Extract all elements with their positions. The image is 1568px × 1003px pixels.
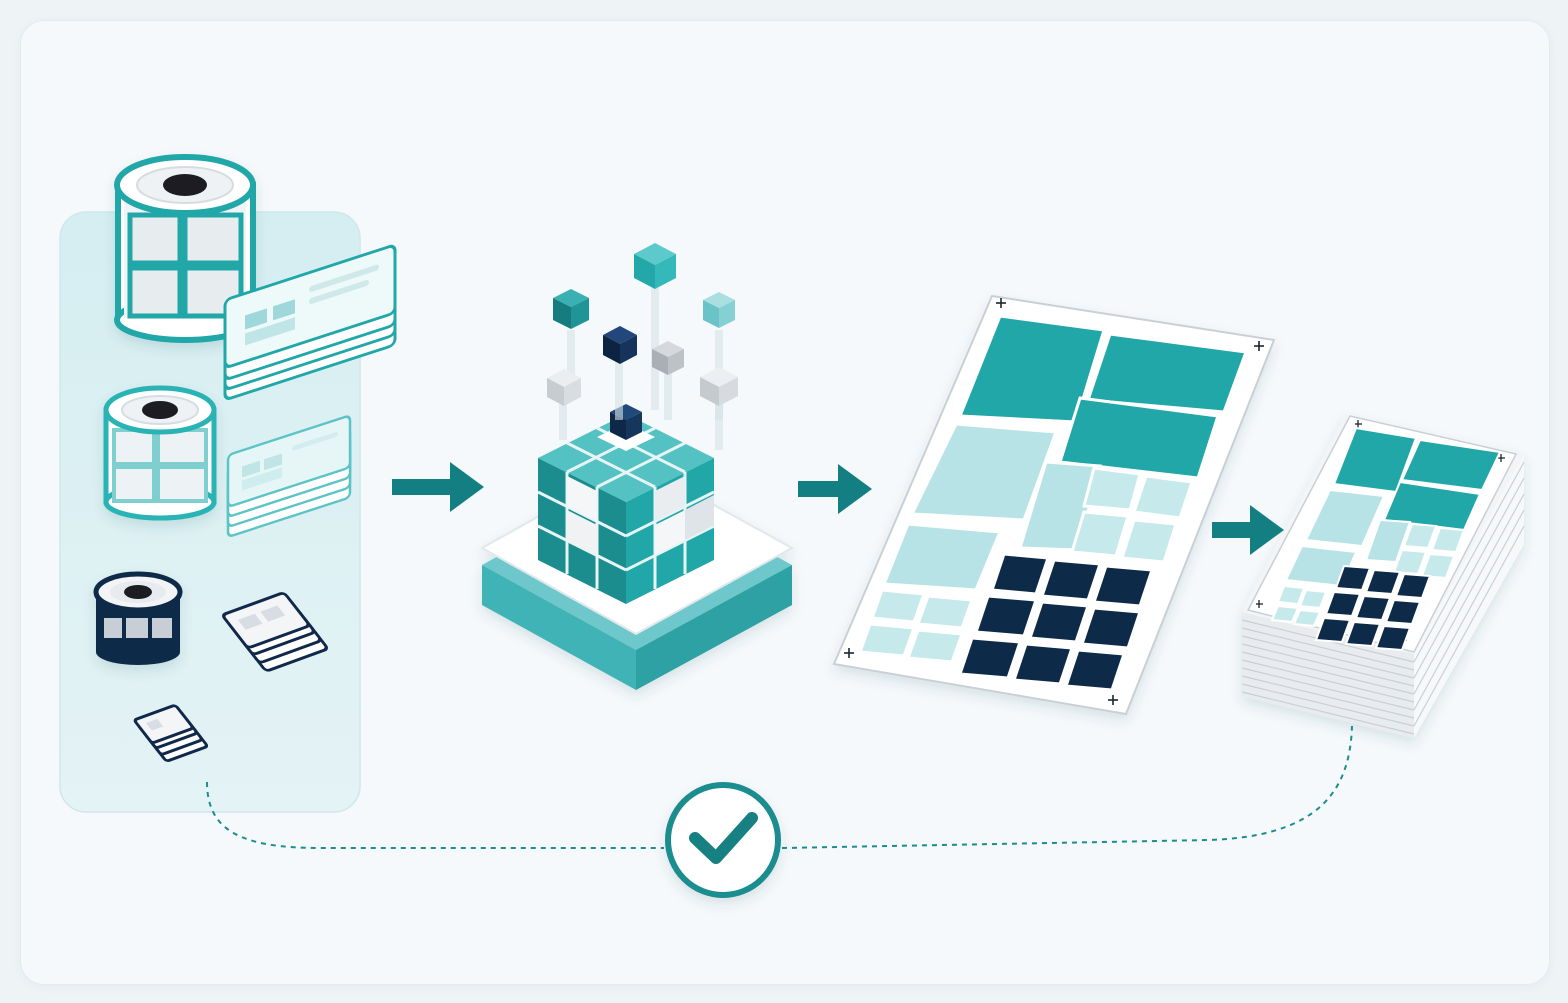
stage-imposed-sheet (832, 294, 1276, 716)
cube-icon (603, 326, 637, 364)
label-stack-icon (222, 592, 328, 672)
print-sheet-icon (832, 294, 1276, 716)
stage-label-inputs (59, 154, 397, 813)
check-circle-icon (665, 782, 781, 898)
verification-loop (206, 725, 1353, 898)
stage-imposition-engine (479, 243, 795, 690)
label-stack-icon (226, 415, 352, 537)
cube-icon (553, 289, 589, 329)
arrow-right-icon (392, 462, 484, 512)
cube-icon (703, 292, 735, 328)
label-stack-icon (133, 704, 209, 762)
label-roll-icon (103, 385, 217, 521)
stage-printed-stack (1241, 414, 1525, 738)
cube-icon (547, 369, 581, 406)
label-roll-icon (93, 571, 183, 665)
arrow-right-icon (1212, 505, 1284, 555)
arrow-right-icon (798, 464, 872, 514)
cube-icon (634, 243, 676, 289)
label-stack-icon (223, 244, 397, 400)
sheet-stack-icon (1241, 414, 1525, 738)
cube-icon (652, 341, 684, 375)
cube-icon (700, 367, 738, 406)
cube-assembly-icon (537, 404, 715, 604)
floating-cubes (547, 243, 738, 450)
